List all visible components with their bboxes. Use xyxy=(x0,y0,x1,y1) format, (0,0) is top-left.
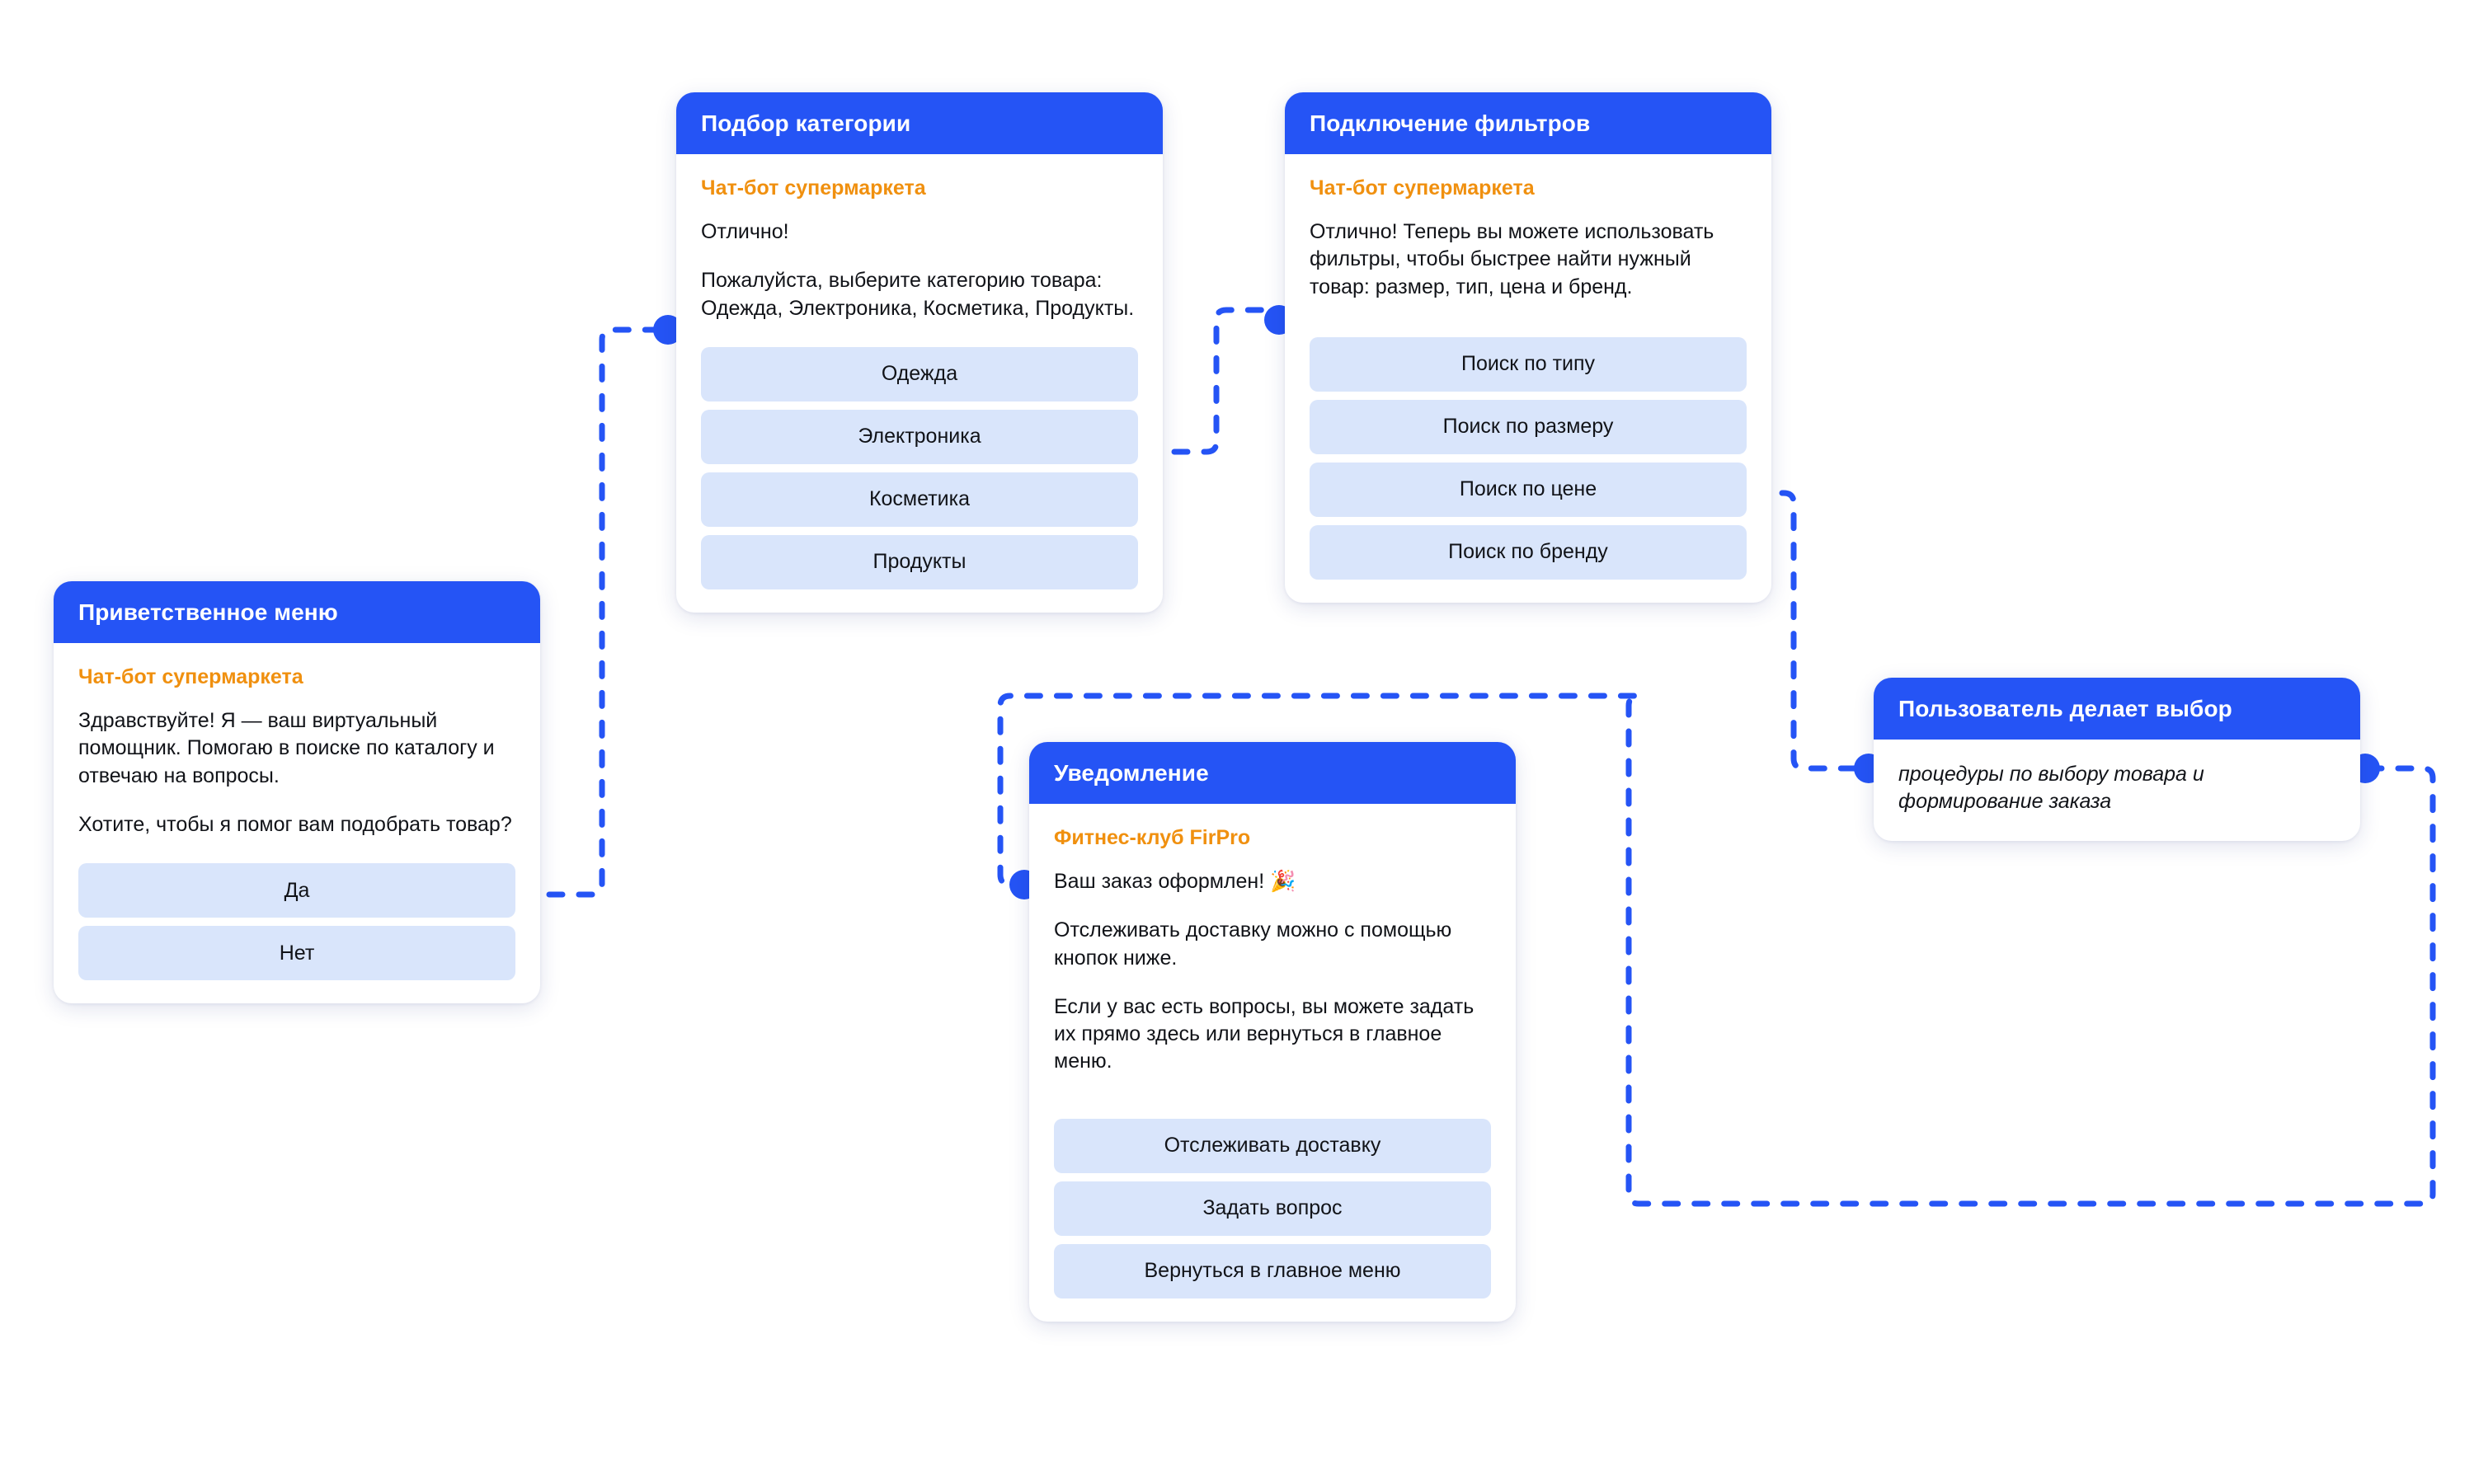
filter-button-list: Поиск по типу Поиск по размеру Поиск по … xyxy=(1310,336,1747,580)
brand-label: Чат-бот супермаркета xyxy=(1310,176,1535,200)
card-filters-title: Подключение фильтров xyxy=(1285,92,1771,155)
card-filters-connection: Подключение фильтров Чат-бот супермаркет… xyxy=(1285,92,1771,603)
quick-reply-no[interactable]: Нет xyxy=(78,926,515,981)
notification-button-track-delivery[interactable]: Отслеживать доставку xyxy=(1054,1118,1491,1173)
card-welcome-menu: Приветственное меню Чат-бот супермаркета… xyxy=(54,581,540,1004)
card-notification: Уведомление Фитнес-клуб FirPro Ваш заказ… xyxy=(1029,742,1516,1322)
quick-reply-yes[interactable]: Да xyxy=(78,863,515,918)
quick-reply-list: Да Нет xyxy=(78,863,515,981)
message-paragraph: Пожалуйста, выберите категорию товара: О… xyxy=(701,269,1135,320)
card-user-choice-body: процедуры по выбору товара и формировани… xyxy=(1874,740,2360,841)
brand-label: Фитнес-клуб FirPro xyxy=(1054,826,1251,850)
card-notification-title: Уведомление xyxy=(1029,742,1516,805)
message-paragraph: Ваш заказ оформлен! 🎉 xyxy=(1054,870,1296,894)
card-user-choice-title: Пользователь делает выбор xyxy=(1874,678,2360,740)
message-paragraph: Если у вас есть вопросы, вы можете задат… xyxy=(1054,994,1475,1073)
card-notification-body: Фитнес-клуб FirPro Ваш заказ оформлен! 🎉… xyxy=(1029,804,1516,1322)
connector-category-electronics-to-filters xyxy=(1141,307,1278,455)
brand-label: Чат-бот супермаркета xyxy=(701,176,926,200)
filter-button-by-type[interactable]: Поиск по типу xyxy=(1310,336,1747,392)
brand-label: Чат-бот супермаркета xyxy=(78,665,303,689)
card-filters-body: Чат-бот супермаркета Отлично! Теперь вы … xyxy=(1285,154,1771,603)
filter-button-by-size[interactable]: Поиск по размеру xyxy=(1310,399,1747,454)
message-paragraph: Отслеживать доставку можно с помощью кно… xyxy=(1054,918,1452,970)
card-user-choice: Пользователь делает выбор процедуры по в… xyxy=(1874,678,2360,841)
card-welcome-title: Приветственное меню xyxy=(54,581,540,644)
category-button-cosmetics[interactable]: Косметика xyxy=(701,472,1138,527)
message-paragraph: Здравствуйте! Я — ваш виртуальный помощн… xyxy=(78,709,495,787)
category-button-list: Одежда Электроника Косметика Продукты xyxy=(701,346,1138,589)
user-choice-note: процедуры по выбору товара и формировани… xyxy=(1898,763,2204,814)
category-button-groceries[interactable]: Продукты xyxy=(701,534,1138,589)
message-paragraph: Отлично! xyxy=(701,220,789,244)
filter-button-by-price[interactable]: Поиск по цене xyxy=(1310,462,1747,517)
notification-button-list: Отслеживать доставку Задать вопрос Верну… xyxy=(1054,1118,1491,1298)
filter-button-by-brand[interactable]: Поиск по бренду xyxy=(1310,524,1747,580)
category-button-clothing[interactable]: Одежда xyxy=(701,346,1138,402)
message-paragraph: Отлично! Теперь вы можете использовать ф… xyxy=(1310,220,1714,298)
message-paragraph: Хотите, чтобы я помог вам подобрать това… xyxy=(78,812,512,836)
connector-welcome-yes-to-category xyxy=(516,326,668,898)
card-category-body: Чат-бот супермаркета Отлично! Пожалуйста… xyxy=(676,154,1163,613)
notification-button-main-menu[interactable]: Вернуться в главное меню xyxy=(1054,1243,1491,1298)
card-welcome-body: Чат-бот супермаркета Здравствуйте! Я — в… xyxy=(54,643,540,1003)
category-button-electronics[interactable]: Электроника xyxy=(701,409,1138,464)
notification-button-ask-question[interactable]: Задать вопрос xyxy=(1054,1181,1491,1236)
card-category-title: Подбор категории xyxy=(676,92,1163,155)
card-category-selection: Подбор категории Чат-бот супермаркета От… xyxy=(676,92,1163,613)
